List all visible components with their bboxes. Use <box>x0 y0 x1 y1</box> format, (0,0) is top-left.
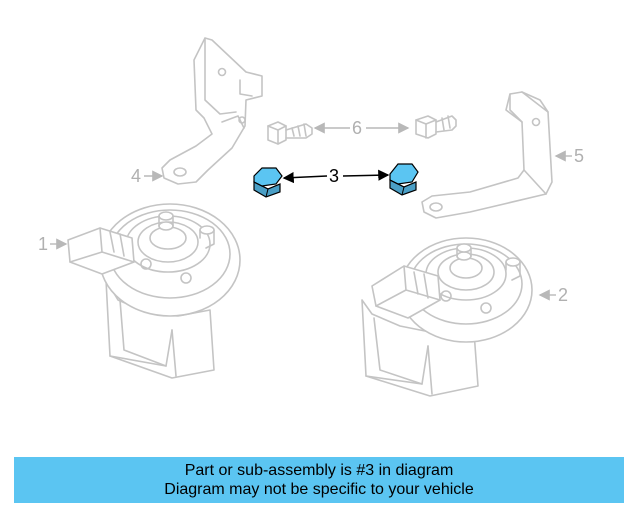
callout-3: 3 <box>282 166 390 186</box>
callout-5-label: 5 <box>574 146 584 166</box>
bracket-left <box>161 37 263 185</box>
callout-1: 1 <box>38 234 68 254</box>
callout-5: 5 <box>554 146 584 166</box>
info-banner: Part or sub-assembly is #3 in diagram Di… <box>14 457 624 503</box>
horn-right <box>361 237 533 397</box>
callout-2-label: 2 <box>558 285 568 305</box>
bolt-right <box>415 115 457 139</box>
horn-left <box>67 203 241 379</box>
callout-2: 2 <box>538 285 568 305</box>
callout-6: 6 <box>313 118 410 138</box>
callout-4-label: 4 <box>131 166 141 186</box>
parts-diagram: 1 2 4 5 6 3 <box>38 37 584 397</box>
callout-3-label: 3 <box>329 166 339 186</box>
callout-6-label: 6 <box>352 118 362 138</box>
banner-line-disclaimer: Diagram may not be specific to your vehi… <box>164 481 474 498</box>
nut-right[interactable] <box>389 163 419 196</box>
callout-1-label: 1 <box>38 234 48 254</box>
bracket-right <box>421 91 553 219</box>
nut-left[interactable] <box>253 167 283 198</box>
callout-4: 4 <box>131 166 164 186</box>
banner-line-part: Part or sub-assembly is #3 in diagram <box>184 462 454 479</box>
bolt-left <box>267 121 313 145</box>
